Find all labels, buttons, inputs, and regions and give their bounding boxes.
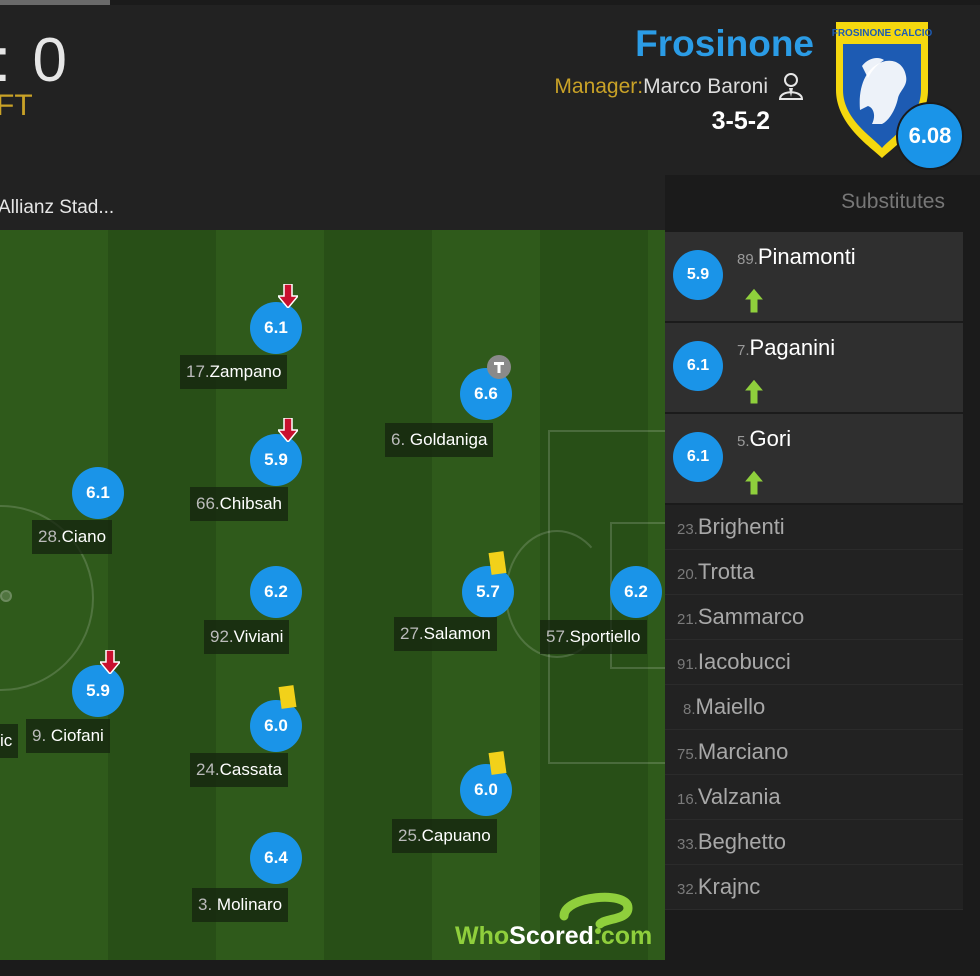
subbed-on-icon bbox=[743, 287, 765, 313]
yellow-card-icon bbox=[488, 551, 507, 575]
team-rating: 6.08 bbox=[896, 102, 964, 170]
manager-name[interactable]: Marco Baroni bbox=[643, 75, 768, 98]
match-header: : 0 FT Frosinone Manager:Marco Baroni 3-… bbox=[0, 5, 980, 175]
pitch bbox=[0, 230, 665, 960]
player-name-label: 24.Cassata bbox=[190, 753, 289, 787]
subbed-off-icon bbox=[278, 418, 298, 442]
bench-row[interactable]: 21.Sammarco bbox=[665, 595, 963, 640]
sub-rating: 6.1 bbox=[673, 432, 723, 482]
bench-player-name: 8.Maiello bbox=[683, 694, 766, 719]
player-name-label: 17.Zampano bbox=[180, 355, 288, 389]
sub-row-gori[interactable]: 6.1 5.Gori bbox=[665, 414, 963, 505]
manager-label: Manager: bbox=[554, 75, 644, 98]
sub-name: 5.Gori bbox=[737, 426, 792, 451]
player-rating: 6.1 bbox=[72, 467, 124, 519]
bench-row[interactable]: 75.Marciano bbox=[665, 730, 963, 775]
sub-name: 7.Paganini bbox=[737, 335, 836, 360]
player-name-label: 27.Salamon bbox=[394, 617, 497, 651]
bench-row[interactable]: 8.Maiello bbox=[665, 685, 963, 730]
player-rating: 6.2 bbox=[250, 566, 302, 618]
substitutes-title: Substitutes bbox=[841, 190, 945, 213]
bench-player-name: 91.Iacobucci bbox=[677, 649, 791, 674]
sub-name: 89.Pinamonti bbox=[737, 244, 856, 269]
player-rating: 5.9 bbox=[72, 665, 124, 717]
injury-icon bbox=[487, 355, 511, 379]
substitutes-header: Substitutes bbox=[665, 175, 965, 230]
player-name-label: 92.Viviani bbox=[204, 620, 290, 654]
yellow-card-icon bbox=[278, 685, 297, 709]
subbed-on-icon bbox=[743, 378, 765, 404]
player-name-label: ic bbox=[0, 724, 19, 758]
manager-icon bbox=[778, 73, 804, 100]
bench-player-name: 23.Brighenti bbox=[677, 514, 785, 539]
bench-player-name: 21.Sammarco bbox=[677, 604, 805, 629]
bench-row[interactable]: 16.Valzania bbox=[665, 775, 963, 820]
bench-row[interactable]: 91.Iacobucci bbox=[665, 640, 963, 685]
top-strip bbox=[0, 0, 110, 5]
match-status: FT bbox=[0, 89, 33, 122]
venue-bar: Allianz Stad... bbox=[0, 175, 665, 230]
venue-name: Allianz Stad... bbox=[0, 197, 115, 218]
bench-player-name: 20.Trotta bbox=[677, 559, 755, 584]
formation: 3-5-2 bbox=[711, 107, 770, 135]
sub-rating: 5.9 bbox=[673, 250, 723, 300]
player-name-label: 6. Goldaniga bbox=[385, 423, 494, 457]
sub-row-paganini[interactable]: 6.1 7.Paganini bbox=[665, 323, 963, 414]
bench-player-name: 32.Krajnc bbox=[677, 874, 761, 899]
crest-text: FROSINONE CALCIO bbox=[832, 28, 932, 39]
subbed-off-icon bbox=[100, 650, 120, 674]
bench-row[interactable]: 23.Brighenti bbox=[665, 505, 963, 550]
bench-player-name: 33.Beghetto bbox=[677, 829, 786, 854]
sub-rating: 6.1 bbox=[673, 341, 723, 391]
bench-row[interactable]: 33.Beghetto bbox=[665, 820, 963, 865]
bench-player-name: 16.Valzania bbox=[677, 784, 781, 809]
player-rating: 6.4 bbox=[250, 832, 302, 884]
player-rating: 6.1 bbox=[250, 302, 302, 354]
player-rating: 6.0 bbox=[250, 700, 302, 752]
player-name-label: 28.Ciano bbox=[32, 520, 113, 554]
center-spot bbox=[0, 590, 12, 602]
player-name-label: 66.Chibsah bbox=[190, 487, 289, 521]
subbed-on-icon bbox=[743, 469, 765, 495]
bench-player-name: 75.Marciano bbox=[677, 739, 789, 764]
substitutes-list: 5.9 89.Pinamonti 6.1 7.Paganini 6.1 5.Go… bbox=[665, 232, 963, 910]
player-name-label: 3. Molinaro bbox=[192, 888, 289, 922]
yellow-card-icon bbox=[488, 751, 507, 775]
player-rating: 6.2 bbox=[610, 566, 662, 618]
whoscored-logo-icon bbox=[559, 892, 633, 934]
bench-row[interactable]: 32.Krajnc bbox=[665, 865, 963, 910]
team-name[interactable]: Frosinone bbox=[635, 23, 814, 64]
player-name-label: 9. Ciofani bbox=[26, 719, 110, 753]
subbed-off-icon bbox=[278, 284, 298, 308]
player-name-label: 57.Sportiello bbox=[540, 620, 647, 654]
player-name-label: 25.Capuano bbox=[392, 819, 497, 853]
manager-row: Manager:Marco Baroni bbox=[554, 75, 768, 99]
bench-row[interactable]: 20.Trotta bbox=[665, 550, 963, 595]
score: : 0 bbox=[0, 26, 69, 95]
sub-row-pinamonti[interactable]: 5.9 89.Pinamonti bbox=[665, 232, 963, 323]
player-rating: 5.7 bbox=[462, 566, 514, 618]
player-rating: 5.9 bbox=[250, 434, 302, 486]
